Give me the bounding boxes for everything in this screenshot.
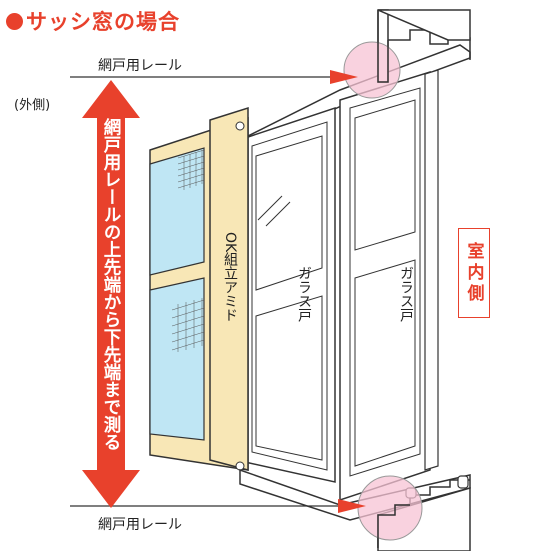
label-glass-door-right: ガラス戸 [398, 266, 414, 322]
label-rail-top: 網戸用レール [98, 58, 182, 74]
pointer-arrow-bottom [338, 499, 366, 513]
glass-door-right-inner [349, 87, 421, 477]
title-text: サッシ窓の場合 [26, 10, 180, 34]
glass-pane-right-bottom [354, 259, 416, 467]
glass-pane-left-top [255, 135, 323, 291]
glass-door-left-inner [251, 121, 328, 471]
title-bullet-icon [6, 13, 23, 30]
label-screen-door: OK組立アミド [222, 232, 238, 323]
top-rail-profile-front [377, 10, 389, 83]
door-post-right [424, 69, 439, 471]
bottom-rail-knob-2 [457, 475, 469, 489]
bottom-rail-profile-front [377, 504, 410, 548]
label-outside: (外側) [14, 98, 51, 113]
glass-reflection-1 [257, 195, 283, 221]
screen-mesh-bottom [149, 277, 205, 441]
screen-frame-edge [209, 106, 249, 471]
pointer-arrow-top [330, 70, 358, 84]
glass-pane-right-top [354, 99, 416, 251]
screen-roller-top [235, 121, 245, 131]
glass-pane-left-bottom [255, 295, 323, 461]
measure-instruction: 網戸用レールの上先端から下先端まで測る [101, 118, 121, 451]
screen-roller-bottom [235, 461, 245, 471]
highlight-top-rail [343, 41, 401, 99]
measure-arrow [82, 80, 140, 508]
screen-mesh-pattern [171, 149, 205, 352]
screen-mesh-top [149, 147, 205, 276]
page-title: サッシ窓の場合 [6, 6, 180, 36]
label-room-side: 室内側 [458, 228, 490, 318]
label-glass-door-left: ガラス戸 [296, 266, 312, 322]
glass-reflection-2 [265, 201, 291, 227]
label-rail-bottom: 網戸用レール [98, 517, 182, 533]
top-rail-cap [377, 9, 471, 41]
highlight-bottom-rail [357, 475, 423, 541]
